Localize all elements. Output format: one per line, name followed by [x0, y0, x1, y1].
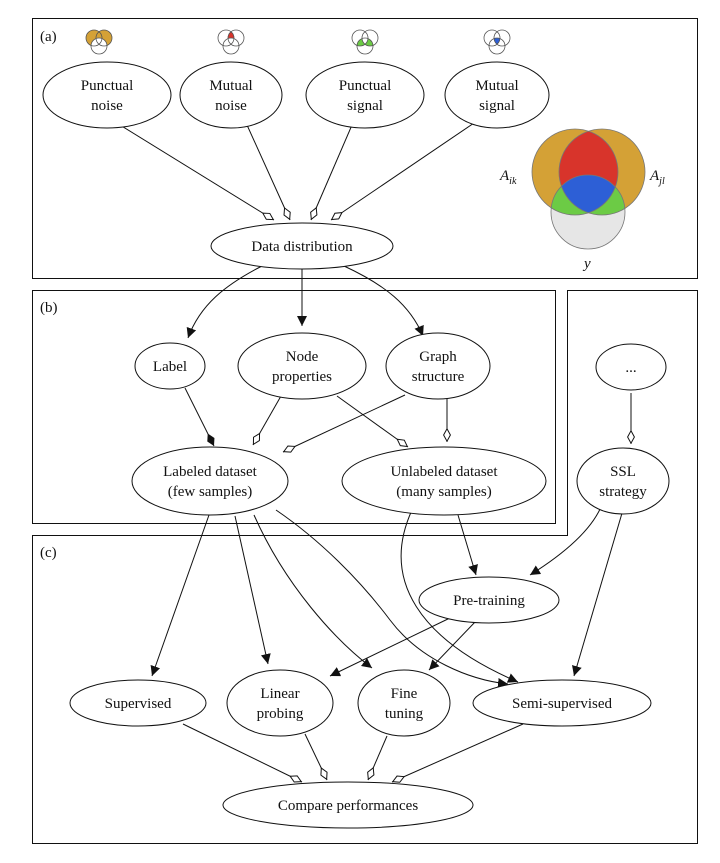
node-label [134, 342, 206, 390]
node-semi-supervised [472, 679, 652, 727]
edge-graph-structure-to-labeled [283, 394, 406, 452]
node-punctual-noise [42, 61, 172, 129]
edge-unlabeled-to-pre-training [457, 514, 478, 576]
node-fine-tuning [357, 669, 451, 737]
node-mutual-signal [444, 61, 550, 129]
node-unlabeled-dataset-line1: Unlabeled dataset [390, 464, 498, 480]
edge-mutual-signal-to-data [330, 120, 478, 221]
edge-punctual-noise-to-data [119, 124, 275, 221]
node-labels: Punctual noise Mutual noise Punctual sig… [81, 78, 647, 814]
edge-supervised-to-compare [182, 723, 303, 782]
panel-label-c: (c) [40, 545, 57, 561]
node-punctual-signal [305, 61, 425, 129]
node-linear-probing-line1: Linear [260, 686, 299, 702]
venn-diagram [531, 128, 646, 250]
node-node-properties [237, 332, 367, 400]
node-ellipsis-text: ... [625, 360, 636, 376]
edge-node-properties-to-labeled [252, 395, 282, 446]
venn-icon-mutual-signal [483, 29, 511, 55]
node-compare-performances-text: Compare performances [278, 798, 419, 814]
edge-fine-tuning-to-compare [368, 735, 388, 780]
node-compare-performances [222, 781, 474, 829]
panel-label-b: (b) [40, 300, 58, 316]
node-punctual-signal-line2: signal [347, 98, 383, 114]
edge-labeled-to-fine-tuning [253, 514, 373, 669]
node-data-distribution [210, 222, 394, 270]
edge-mutual-noise-to-data [246, 124, 290, 220]
node-node-properties-line1: Node [286, 349, 319, 365]
edge-ssl-to-semi-supervised [572, 502, 626, 677]
edge-unlabeled-to-semi-supervised [400, 509, 519, 683]
node-label-text: Label [153, 359, 187, 375]
node-labeled-dataset [131, 446, 289, 516]
edge-label-to-labeled [184, 387, 215, 447]
edge-data-to-graph-structure [343, 265, 424, 337]
venn-label-left: Aik [499, 168, 517, 187]
nodes [42, 61, 670, 829]
node-ellipsis [595, 343, 667, 391]
node-pre-training [418, 576, 560, 624]
node-linear-probing [226, 669, 334, 737]
venn-label-right: Ajl [649, 168, 665, 187]
venn-label-bottom: y [582, 256, 591, 272]
node-graph-structure-line1: Graph [419, 349, 457, 365]
node-graph-structure [385, 332, 491, 400]
node-node-properties-line2: properties [272, 369, 332, 385]
panel-label-a: (a) [40, 29, 57, 45]
node-fine-tuning-line1: Fine [391, 686, 418, 702]
node-linear-probing-line2: probing [257, 706, 304, 722]
edge-semi-supervised-to-compare [392, 723, 524, 782]
node-supervised [69, 679, 207, 727]
panel-a-frame [32, 18, 698, 279]
node-unlabeled-dataset-line2: (many samples) [396, 484, 491, 500]
node-ssl-strategy-line1: SSL [610, 464, 636, 480]
node-fine-tuning-line2: tuning [385, 706, 424, 722]
node-mutual-signal-line1: Mutual [475, 78, 518, 94]
node-graph-structure-line2: structure [412, 369, 465, 385]
venn-icon-punctual-signal [351, 29, 379, 55]
node-mutual-noise-line2: noise [215, 98, 247, 114]
node-labeled-dataset-line1: Labeled dataset [163, 464, 258, 480]
node-mutual-noise-line1: Mutual [209, 78, 252, 94]
edge-pre-training-to-fine-tuning [428, 620, 477, 671]
edge-ssl-to-pre-training [529, 501, 604, 576]
node-supervised-text: Supervised [105, 696, 172, 712]
edge-punctual-signal-to-data [311, 124, 353, 220]
edge-labeled-to-supervised [150, 514, 210, 677]
node-mutual-noise [179, 61, 283, 129]
venn-icon-punctual-noise [85, 29, 113, 55]
edge-pre-training-to-linear-probing [329, 616, 453, 677]
node-semi-supervised-text: Semi-supervised [512, 696, 612, 712]
node-punctual-noise-line1: Punctual [81, 78, 134, 94]
edge-node-properties-to-unlabeled [336, 395, 409, 448]
node-unlabeled-dataset [341, 446, 547, 516]
node-punctual-noise-line2: noise [91, 98, 123, 114]
venn-icon-mutual-noise [217, 29, 245, 55]
node-mutual-signal-line2: signal [479, 98, 515, 114]
edge-data-to-label [186, 265, 263, 339]
edge-labeled-to-linear-probing [234, 515, 271, 665]
edge-labeled-to-semi-supervised [275, 509, 509, 688]
panel-c-frame [32, 290, 698, 844]
node-punctual-signal-line1: Punctual [339, 78, 392, 94]
node-data-distribution-text: Data distribution [251, 239, 353, 255]
node-ssl-strategy-line2: strategy [599, 484, 647, 500]
edge-linear-probing-to-compare [304, 733, 327, 780]
node-labeled-dataset-line2: (few samples) [168, 484, 253, 500]
node-pre-training-text: Pre-training [453, 593, 525, 609]
node-ssl-strategy [576, 447, 670, 515]
